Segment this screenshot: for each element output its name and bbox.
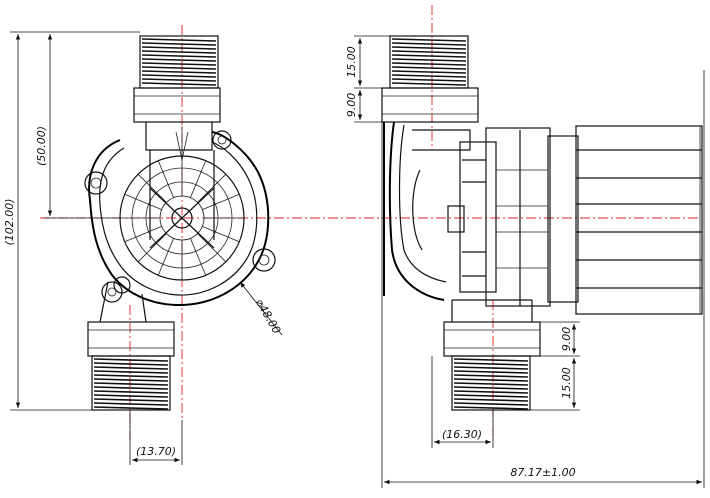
- side-dimensions: [354, 35, 705, 488]
- top-thread-length-label: 15.00: [345, 46, 358, 78]
- side-view: [381, 35, 703, 411]
- side-top-hex: [381, 87, 479, 123]
- overall-length-label: 87.17±1.00: [510, 466, 575, 479]
- front-view: [84, 35, 276, 411]
- front-dimensions: [10, 31, 283, 465]
- bottom-hex-height-label: 9.00: [560, 327, 573, 352]
- side-pump-body: [447, 125, 703, 315]
- top-hex-height-label: 9.00: [345, 93, 358, 118]
- front-top-hex: [133, 87, 221, 123]
- front-top-thread: [139, 35, 219, 89]
- overall-height-label: (102.00): [3, 198, 16, 245]
- center-height-label: (50.00): [35, 126, 48, 166]
- centerlines: [40, 5, 700, 440]
- side-top-thread: [389, 35, 469, 89]
- front-pump-housing: [84, 126, 276, 323]
- front-bottom-hex: [87, 321, 175, 357]
- diameter-label: ⌀48.00: [253, 296, 283, 336]
- outlet-offset-label: (13.70): [136, 445, 176, 458]
- bottom-thread-length-label: 15.00: [560, 367, 573, 399]
- inlet-offset-label: (16.30): [442, 428, 482, 441]
- side-bottom-thread: [451, 355, 531, 411]
- side-bottom-hex: [443, 321, 541, 357]
- front-bottom-thread: [91, 355, 171, 411]
